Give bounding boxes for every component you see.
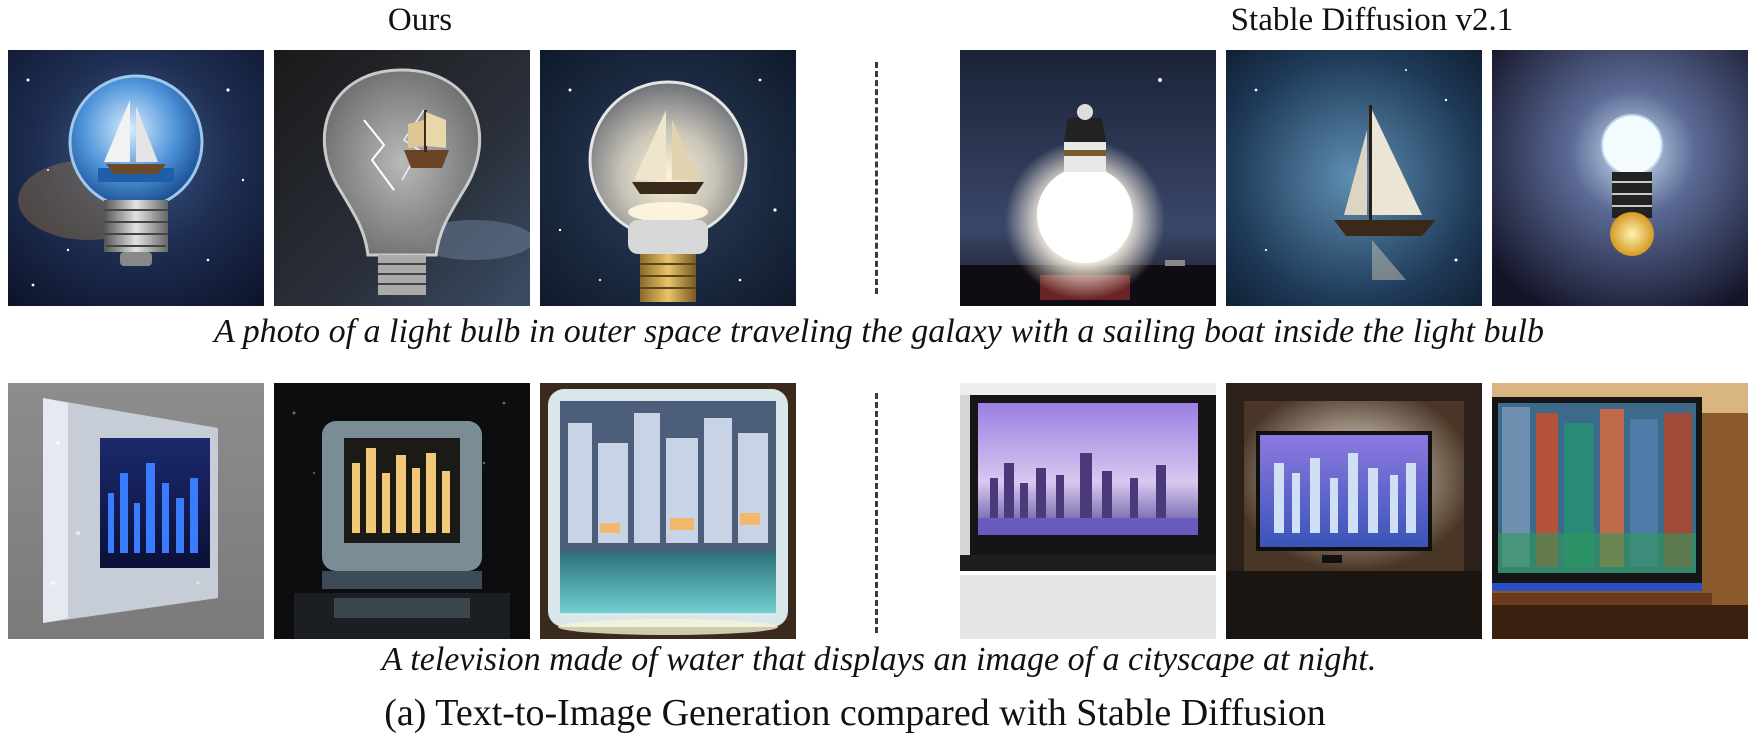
figure-label: (a) Text-to-Image Generation compared wi…	[384, 692, 1326, 734]
row-2-caption: A television made of water that displays…	[381, 641, 1377, 678]
water-block-tv-city-image	[540, 383, 796, 639]
ours-image-lightbulb-2	[274, 50, 530, 306]
baseline-image-lightbulb-3	[1492, 50, 1748, 306]
ours-image-tv-3	[540, 383, 796, 639]
row-1-divider	[875, 62, 878, 294]
starry-lightbulb-sailboat-image	[540, 50, 796, 306]
header-ours: Ours	[387, 2, 453, 38]
ours-image-tv-2	[274, 383, 530, 639]
header-stable-diffusion: Stable Diffusion v2.1	[1230, 2, 1514, 38]
wall-tv-skyline-image	[960, 383, 1216, 639]
glowing-bulb-over-sea-image	[960, 50, 1216, 306]
backlit-tv-skyline-image	[1226, 383, 1482, 639]
lightbulb-in-dark-image	[1492, 50, 1748, 306]
galaxy-lightbulb-boat-image	[8, 50, 264, 306]
row-1-caption: A photo of a light bulb in outer space t…	[213, 313, 1544, 350]
lightning-lightbulb-ship-image	[274, 50, 530, 306]
glass-water-tv-city-image	[274, 383, 530, 639]
tv-street-scene-image	[1492, 383, 1748, 639]
baseline-image-tv-2	[1226, 383, 1482, 639]
sailboat-in-space-image	[1226, 50, 1482, 306]
baseline-image-lightbulb-1	[960, 50, 1216, 306]
baseline-image-tv-1	[960, 383, 1216, 639]
ours-image-lightbulb-3	[540, 50, 796, 306]
ours-image-lightbulb-1	[8, 50, 264, 306]
ours-image-tv-1	[8, 383, 264, 639]
frosted-water-tv-city-image	[8, 383, 264, 639]
baseline-image-lightbulb-2	[1226, 50, 1482, 306]
baseline-image-tv-3	[1492, 383, 1748, 639]
row-2-divider	[875, 393, 878, 633]
